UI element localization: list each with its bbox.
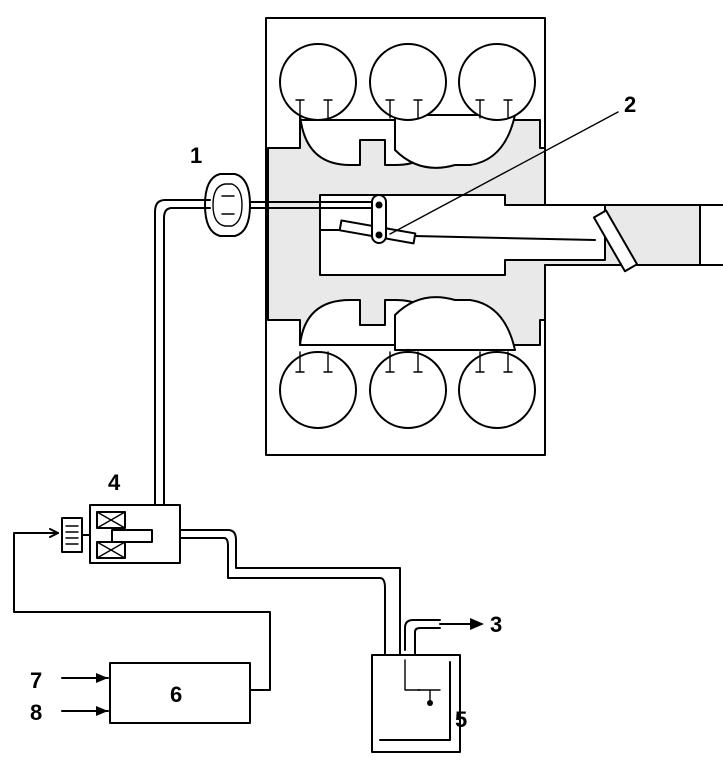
- callout-6: 6: [170, 682, 182, 707]
- vacuum-reservoir-5: [371, 654, 461, 753]
- callout-3: 3: [490, 612, 502, 637]
- callout-7: 7: [30, 668, 42, 693]
- callout-5: 5: [455, 707, 467, 732]
- callout-4: 4: [108, 470, 121, 495]
- engine-block: [265, 17, 701, 456]
- callout-2: 2: [624, 92, 636, 117]
- solenoid-valve-4: [61, 504, 181, 564]
- leader-line-2: [389, 111, 619, 235]
- intake-pipe: [544, 204, 723, 273]
- callout-8: 8: [30, 700, 42, 725]
- callout-1: 1: [190, 143, 202, 168]
- signal-wires: [13, 528, 484, 716]
- vacuum-actuator-1: [204, 173, 373, 237]
- control-unit-6: [109, 662, 251, 724]
- vacuum-lines: [154, 199, 441, 741]
- intake-flap-2: [319, 194, 596, 245]
